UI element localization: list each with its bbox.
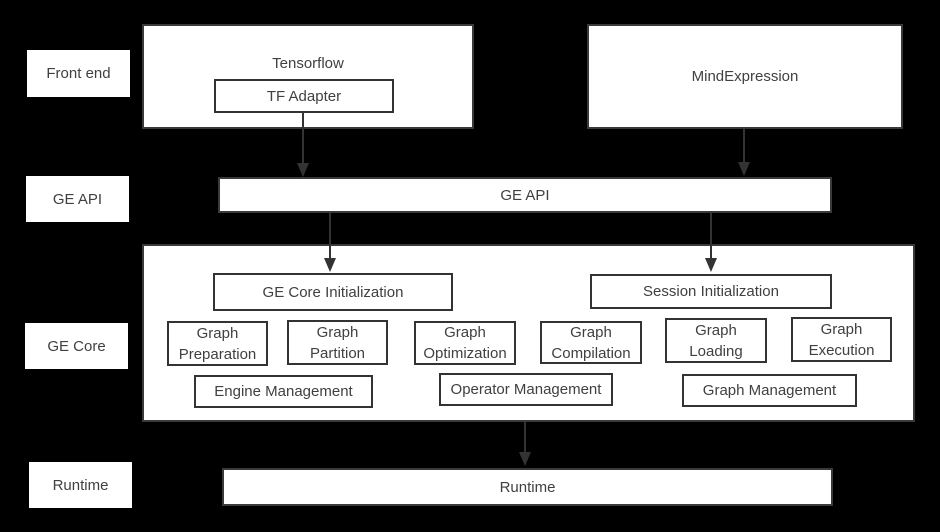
tf-adapter-box: TF Adapter [214, 79, 394, 113]
tensorflow-box: Tensorflow TF Adapter [142, 24, 474, 129]
arrow-head-icon [324, 258, 336, 272]
layer-label-runtime: Runtime [29, 462, 132, 508]
mindexpression-box: MindExpression [587, 24, 903, 129]
ge-core-initialization-box: GE Core Initialization [213, 273, 453, 311]
arrow-head-icon [738, 162, 750, 176]
graph-loading-box: Graph Loading [665, 318, 767, 363]
ge-core-box: GE Core Initialization Session Initializ… [142, 244, 915, 422]
runtime-bar: Runtime [222, 468, 833, 506]
graph-management-box: Graph Management [682, 374, 857, 407]
layer-label-front-end: Front end [27, 50, 130, 97]
session-initialization-box: Session Initialization [590, 274, 832, 309]
graph-optimization-box: Graph Optimization [414, 321, 516, 365]
arrow-head-icon [297, 163, 309, 177]
graph-preparation-box: Graph Preparation [167, 321, 268, 366]
arrow-stem [743, 129, 745, 162]
layer-label-ge-core: GE Core [25, 323, 128, 369]
arrow-head-icon [519, 452, 531, 466]
arrow-head-icon [705, 258, 717, 272]
arrow-stem [329, 213, 331, 258]
arrow-stem [302, 113, 304, 163]
graph-partition-box: Graph Partition [287, 320, 388, 365]
tensorflow-label: Tensorflow [272, 55, 344, 72]
arrow-stem [710, 213, 712, 258]
graph-execution-box: Graph Execution [791, 317, 892, 362]
arrow-stem [524, 422, 526, 452]
graph-compilation-box: Graph Compilation [540, 321, 642, 364]
ge-api-bar: GE API [218, 177, 832, 213]
operator-management-box: Operator Management [439, 373, 613, 406]
layer-label-ge-api: GE API [26, 176, 129, 222]
engine-management-box: Engine Management [194, 375, 373, 408]
